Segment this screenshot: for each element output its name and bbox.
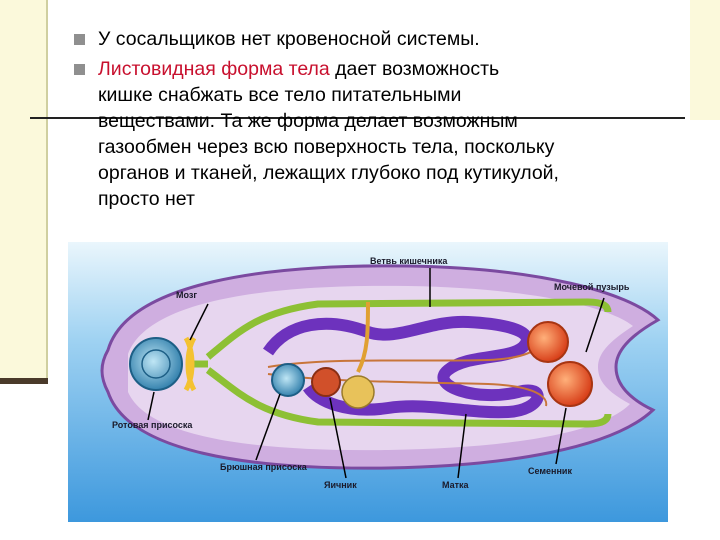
label-bladder: Мочевой пузырь — [554, 282, 630, 292]
label-oral-sucker: Ротовая присоска — [112, 420, 193, 430]
label-gut-branch: Ветвь кишечника — [370, 256, 448, 266]
bullet-list: У сосальщиков нет кровеносной системы. Л… — [74, 26, 694, 216]
bullet-item-1: У сосальщиков нет кровеносной системы. — [74, 26, 694, 52]
bullet-line: кишке снабжать все тело питательными — [98, 84, 462, 106]
gut-stem — [356, 301, 370, 373]
label-ventral-sucker: Брюшная присоска — [220, 462, 308, 472]
bullet-square-icon — [74, 64, 85, 75]
bullet-line-1-rest: дает возможность — [329, 58, 500, 80]
bullet-item-2: Листовидная форма тела дает возможность … — [74, 56, 694, 212]
slide-divider — [30, 117, 685, 119]
ovary — [311, 367, 341, 397]
slide-right-band — [690, 0, 720, 120]
bullet-text-2: Листовидная форма тела дает возможность … — [98, 56, 694, 212]
testis-2 — [547, 361, 593, 407]
highlight-phrase: Листовидная форма тела — [98, 58, 330, 80]
gut-branch-upper — [205, 298, 612, 360]
bullet-text-1: У сосальщиков нет кровеносной системы. — [98, 28, 480, 50]
slide-left-band-edge — [46, 0, 48, 383]
gut-branch-lower — [205, 367, 612, 428]
bullet-line: просто нет — [98, 188, 195, 210]
bullet-line: органов и тканей, лежащих глубоко под ку… — [98, 162, 559, 184]
testis-1 — [527, 321, 569, 363]
brain-ganglia — [183, 336, 197, 392]
label-brain: Мозг — [176, 290, 197, 300]
label-testis: Семенник — [528, 466, 572, 476]
bullet-square-icon — [74, 34, 85, 45]
slide-left-band-foot — [0, 378, 48, 384]
fluke-anatomy-figure: Мозг Ветвь кишечника Мочевой пузырь Рото… — [68, 242, 668, 522]
label-uterus: Матка — [442, 480, 470, 490]
slide-left-band — [0, 0, 48, 383]
vitelline-cluster — [341, 375, 375, 409]
bullet-line: веществами. Та же форма делает возможным — [98, 110, 518, 132]
uterus-coil — [263, 315, 544, 419]
fluke-diagram: Мозг Ветвь кишечника Мочевой пузырь Рото… — [68, 242, 668, 522]
oral-sucker — [129, 337, 183, 391]
oral-sucker-ring — [141, 349, 171, 379]
pointer-lines — [147, 268, 605, 479]
ventral-sucker — [271, 363, 305, 397]
label-ovary: Яичник — [324, 480, 357, 490]
bullet-line: газообмен через всю поверхность тела, по… — [98, 136, 555, 158]
